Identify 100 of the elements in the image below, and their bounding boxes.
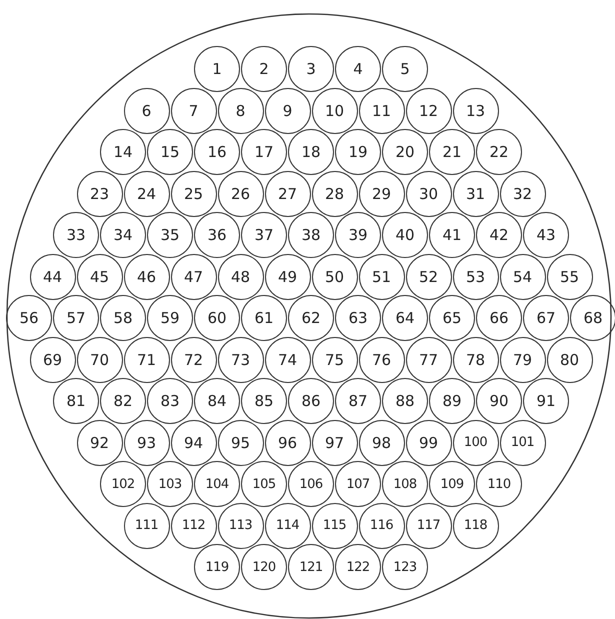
tube-circle: 9 [264, 88, 310, 134]
tube-circle: 13 [452, 88, 498, 134]
tube-circle: 26 [218, 170, 264, 216]
tube-circle: 11 [358, 88, 404, 134]
tube-circle: 122 [335, 544, 381, 590]
tube-circle: 78 [452, 336, 498, 382]
tube-circle: 117 [406, 502, 452, 548]
tube-circle: 34 [100, 212, 146, 258]
tube-circle: 90 [476, 378, 522, 424]
tube-circle: 76 [358, 336, 404, 382]
tube-circle: 110 [476, 461, 522, 507]
tube-circle: 65 [429, 295, 475, 341]
tube-circle: 86 [288, 378, 334, 424]
tube-circle: 52 [406, 254, 452, 300]
tube-circle: 112 [170, 502, 216, 548]
tube-circle: 69 [30, 336, 76, 382]
tube-circle: 5 [382, 46, 428, 92]
tube-circle: 46 [124, 254, 170, 300]
tube-circle: 6 [124, 88, 170, 134]
tube-circle: 33 [53, 212, 99, 258]
tube-circle: 17 [241, 129, 287, 175]
tube-circle: 43 [523, 212, 569, 258]
tube-circle: 94 [170, 420, 216, 466]
tube-circle: 99 [406, 420, 452, 466]
tube-circle: 109 [429, 461, 475, 507]
tube-circle: 105 [241, 461, 287, 507]
tube-circle: 53 [452, 254, 498, 300]
tube-circle: 23 [76, 170, 122, 216]
tube-circle: 98 [358, 420, 404, 466]
tube-circle: 83 [147, 378, 193, 424]
tube-circle: 67 [523, 295, 569, 341]
tube-circle: 107 [335, 461, 381, 507]
tube-circle: 73 [218, 336, 264, 382]
tube-circle: 119 [194, 544, 240, 590]
tube-circle: 59 [147, 295, 193, 341]
tube-circle: 47 [170, 254, 216, 300]
tube-circle: 15 [147, 129, 193, 175]
tube-circle: 77 [406, 336, 452, 382]
tube-circle: 71 [124, 336, 170, 382]
tube-circle: 16 [194, 129, 240, 175]
tube-circle: 75 [312, 336, 358, 382]
tube-circle: 111 [124, 502, 170, 548]
tube-circle: 123 [382, 544, 428, 590]
tube-circle: 10 [312, 88, 358, 134]
tube-circle: 84 [194, 378, 240, 424]
tube-circle: 48 [218, 254, 264, 300]
tube-circle: 58 [100, 295, 146, 341]
tube-circle: 4 [335, 46, 381, 92]
tube-circle: 118 [452, 502, 498, 548]
tube-circle: 54 [500, 254, 546, 300]
tube-circle: 115 [312, 502, 358, 548]
tube-circle: 50 [312, 254, 358, 300]
tube-circle: 61 [241, 295, 287, 341]
tube-circle: 80 [546, 336, 592, 382]
tube-circle: 55 [546, 254, 592, 300]
tube-circle: 66 [476, 295, 522, 341]
tube-circle: 68 [570, 295, 615, 341]
tube-circle: 106 [288, 461, 334, 507]
tube-circle: 93 [124, 420, 170, 466]
tube-circle: 37 [241, 212, 287, 258]
tube-circle: 7 [170, 88, 216, 134]
tube-circle: 41 [429, 212, 475, 258]
tube-circle: 45 [76, 254, 122, 300]
tube-circle: 74 [264, 336, 310, 382]
tube-circle: 22 [476, 129, 522, 175]
tube-circle: 19 [335, 129, 381, 175]
tube-circle: 3 [288, 46, 334, 92]
tube-circle: 44 [30, 254, 76, 300]
tube-circle: 72 [170, 336, 216, 382]
tube-circle: 29 [358, 170, 404, 216]
tube-circle: 79 [500, 336, 546, 382]
tube-circle: 56 [6, 295, 52, 341]
tube-circle: 91 [523, 378, 569, 424]
tube-circle: 101 [500, 420, 546, 466]
tube-circle: 8 [218, 88, 264, 134]
tube-circle: 103 [147, 461, 193, 507]
tube-circle: 12 [406, 88, 452, 134]
tube-circle: 32 [500, 170, 546, 216]
tube-circle: 92 [76, 420, 122, 466]
tube-circle: 100 [452, 420, 498, 466]
tube-circle: 36 [194, 212, 240, 258]
tube-circle: 120 [241, 544, 287, 590]
tube-circle: 14 [100, 129, 146, 175]
tube-circle: 64 [382, 295, 428, 341]
tube-circle: 97 [312, 420, 358, 466]
tube-circle: 40 [382, 212, 428, 258]
tube-circle: 70 [76, 336, 122, 382]
tube-circle: 104 [194, 461, 240, 507]
tube-circle: 2 [241, 46, 287, 92]
tube-circle: 116 [358, 502, 404, 548]
tube-circle: 96 [264, 420, 310, 466]
tube-circle: 82 [100, 378, 146, 424]
tube-circle: 38 [288, 212, 334, 258]
tube-circle: 27 [264, 170, 310, 216]
tube-circle: 28 [312, 170, 358, 216]
tube-circle: 89 [429, 378, 475, 424]
tube-circle: 18 [288, 129, 334, 175]
tube-circle: 1 [194, 46, 240, 92]
tube-circle: 95 [218, 420, 264, 466]
tube-circle: 24 [124, 170, 170, 216]
